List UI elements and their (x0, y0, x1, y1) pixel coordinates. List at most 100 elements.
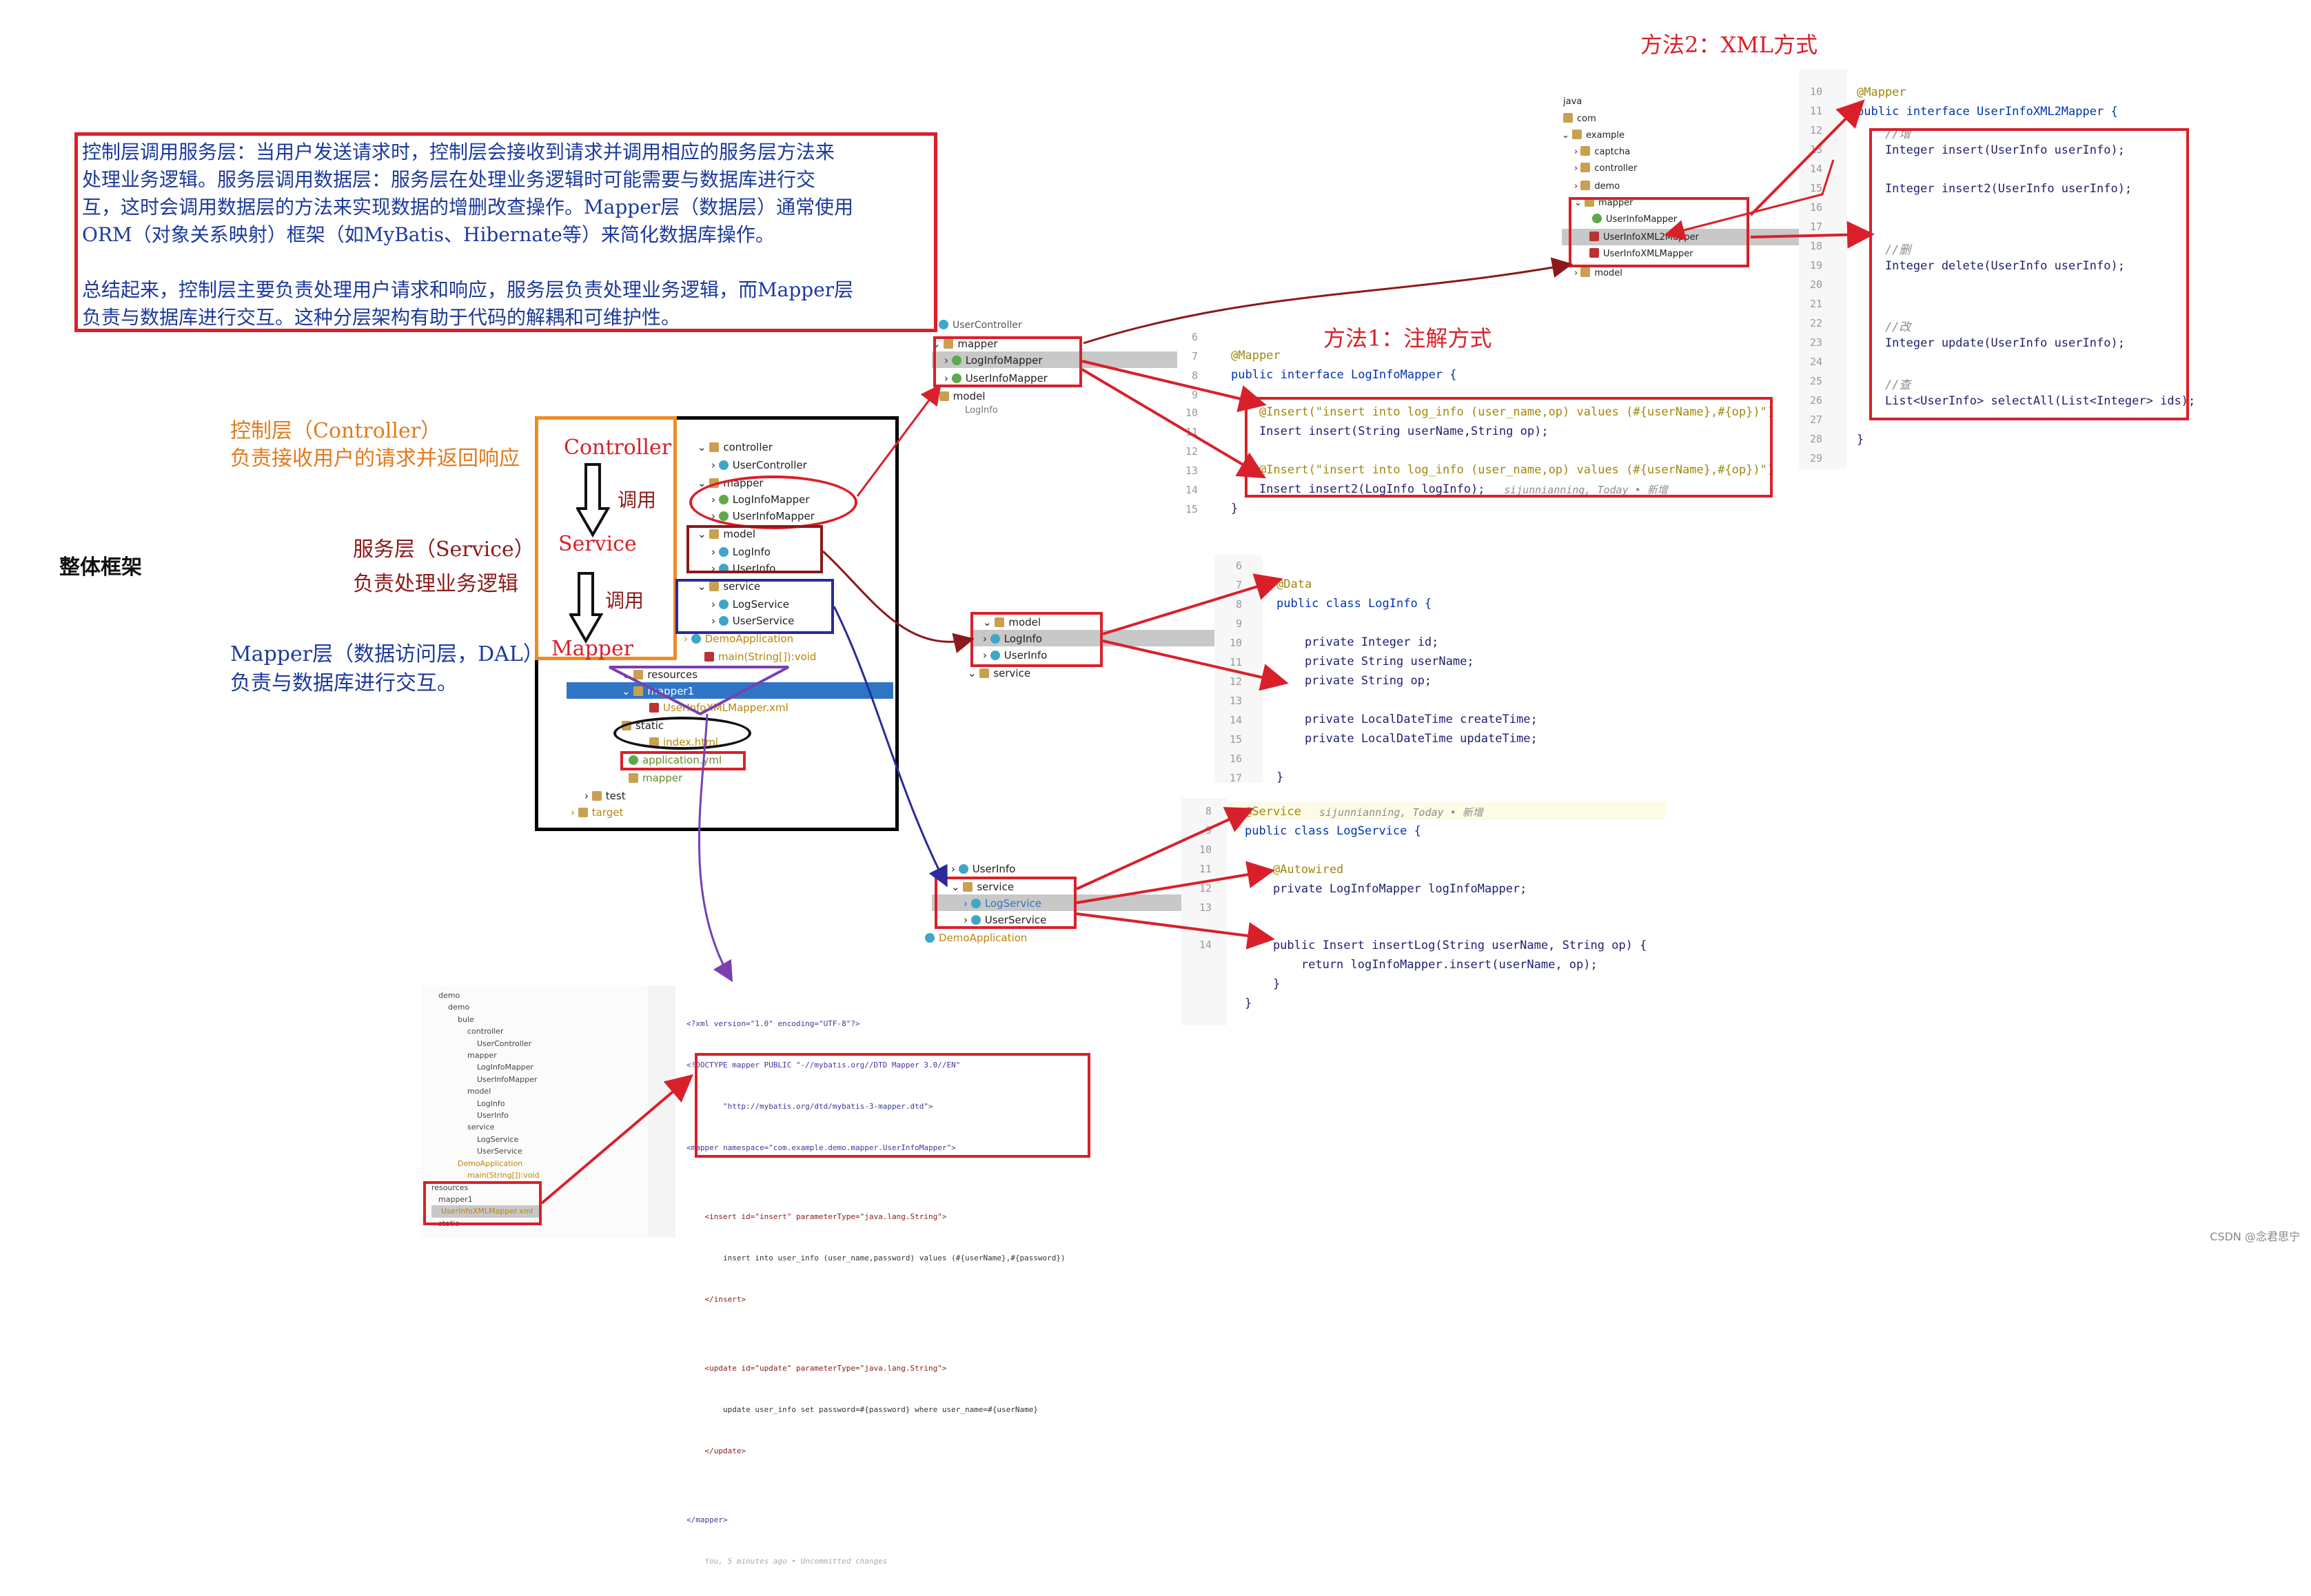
tree-item[interactable]: UserInfoXMLMapper.xml (431, 1205, 540, 1218)
folder-icon (633, 670, 644, 679)
tree-item[interactable]: resources (431, 1183, 469, 1192)
tree-item-logservice[interactable]: › LogService (711, 598, 790, 611)
tree-item-main-method[interactable]: main(String[]):void (704, 651, 816, 663)
tree-item-mapper-top[interactable]: ⌄ mapper (932, 338, 998, 350)
code-line: </update> (686, 1446, 746, 1455)
tree-item[interactable]: UserInfoMapper (477, 1074, 538, 1084)
tree-item-usercontroller[interactable]: › UserController (711, 459, 807, 471)
current-line-highlight (1227, 802, 1665, 820)
tree-item-example[interactable]: ⌄ example (1562, 130, 1625, 141)
tree-item[interactable]: UserService (477, 1147, 522, 1156)
tree-item-model-mid[interactable]: ⌄ model (983, 616, 1041, 628)
tree-item-java[interactable]: java (1563, 96, 1582, 107)
line-number: 9 (1191, 389, 1198, 401)
tree-item-userinfo-svc[interactable]: › UserInfo (951, 863, 1016, 875)
bottom-resources-highlight-box (423, 1181, 542, 1225)
code-line: <update id="update" parameterType="java.… (686, 1364, 947, 1373)
code-line: Integer insert(UserInfo userInfo); (1857, 143, 2125, 157)
method2-title: 方法2：XML方式 (1640, 32, 1818, 58)
xml-methods-highlight-box (1869, 128, 2189, 420)
tree-item-demoapplication-svc[interactable]: DemoApplication (925, 932, 1027, 944)
tree-item-loginfo-mid[interactable]: › LogInfo (983, 633, 1042, 645)
tree-item-loginfo[interactable]: › LogInfo (711, 546, 771, 558)
tree-item[interactable]: UserController (477, 1039, 532, 1048)
tree-item[interactable]: demo (448, 1003, 470, 1012)
folder-icon (709, 582, 720, 591)
class-icon (718, 460, 729, 470)
line-number: 14 (1809, 163, 1822, 175)
flow-controller-label: Controller (564, 436, 672, 460)
tree-item-userinfoxmlmapper[interactable]: UserInfoXMLMapper (1589, 248, 1693, 259)
tree-item[interactable]: LogService (477, 1134, 519, 1144)
tree-item-mapper1[interactable]: ⌄ mapper1 (622, 685, 695, 697)
tree-item-target[interactable]: › target (571, 806, 624, 819)
tree-item-usercontroller-top[interactable]: UserController (939, 320, 1022, 331)
tree-item[interactable]: DemoApplication (458, 1158, 523, 1168)
code-line: @Service (1245, 805, 1301, 819)
line-number: 9 (1205, 824, 1212, 837)
bird-icon (1589, 248, 1599, 258)
line-number: 13 (1199, 901, 1212, 914)
arrow-mapper-to-code-1 (1081, 360, 1267, 413)
line-number: 8 (1205, 805, 1212, 817)
tree-item[interactable]: controller (467, 1027, 504, 1036)
tree-item-mapper-resources[interactable]: mapper (629, 772, 682, 784)
tree-item-test[interactable]: › test (584, 790, 626, 802)
folder-icon (944, 339, 954, 349)
tree-item-service[interactable]: ⌄ service (698, 580, 761, 593)
tree-item-model-xml[interactable]: › model (1574, 267, 1622, 278)
tree-item-userservice-svc[interactable]: › UserService (964, 914, 1047, 926)
code-line: private LogInfoMapper logInfoMapper; (1245, 882, 1527, 896)
arrow-mapper-to-annotation (856, 384, 941, 497)
tree-item-demo[interactable]: › demo (1574, 181, 1620, 192)
summary-line: 处理业务逻辑。服务层调用数据层：服务层在处理业务逻辑时可能需要与数据库进行交 (82, 168, 816, 191)
tree-item-userinfo-mid[interactable]: › UserInfo (983, 649, 1048, 662)
tree-item-userinfomapper-xml[interactable]: UserInfoMapper (1592, 214, 1677, 225)
tree-item[interactable]: main(String[]):void (467, 1171, 540, 1180)
code-line: Integer delete(UserInfo userInfo); (1857, 259, 2125, 273)
tree-item[interactable]: LogInfoMapper (477, 1063, 533, 1072)
folder-icon (591, 791, 602, 801)
code-line: public interface UserInfoXML2Mapper { (1857, 105, 2118, 119)
tree-item-service-svc[interactable]: ⌄ service (951, 881, 1015, 893)
interface-icon (951, 374, 961, 383)
line-number: 10 (1185, 407, 1198, 419)
code-line: </insert> (686, 1295, 746, 1304)
tree-item-logservice-svc[interactable]: › LogService (964, 897, 1042, 910)
tree-item[interactable]: bule (458, 1014, 474, 1024)
line-number: 11 (1809, 105, 1822, 117)
tree-item-demoapplication[interactable]: › DemoApplication (684, 633, 794, 645)
tree-item[interactable]: mapper (467, 1051, 497, 1061)
tree-item-controller-xml[interactable]: › controller (1574, 163, 1638, 174)
tree-item-captcha[interactable]: › captcha (1574, 146, 1631, 157)
tree-item-loginfo-top[interactable]: LogInfo (965, 405, 998, 416)
call-label-2: 调用 (605, 589, 644, 612)
arrow-mapper-to-code-2 (1081, 368, 1266, 479)
summary-line: 负责与数据库进行交互。这种分层架构有助于代码的解耦和可维护性。 (82, 306, 681, 329)
summary-line: 总结起来，控制层主要负责处理用户请求和响应，服务层负责处理业务逻辑，而Mappe… (82, 278, 854, 301)
tree-item[interactable]: UserInfo (477, 1111, 509, 1121)
tree-item-controller[interactable]: ⌄ controller (698, 441, 773, 453)
class-icon (970, 915, 981, 925)
class-icon (718, 547, 729, 557)
tree-item[interactable]: service (467, 1123, 495, 1132)
tree-item-application-yml[interactable]: application.yml (629, 754, 722, 766)
line-number: 9 (1235, 617, 1242, 630)
code-line: List<UserInfo> selectAll(List<Integer> i… (1857, 394, 2196, 408)
tree-item-service-mid[interactable]: ⌄ service (968, 667, 1031, 679)
interface-icon (951, 356, 961, 365)
line-number: 12 (1185, 445, 1198, 458)
tree-item-userinfomapper-top[interactable]: › UserInfoMapper (944, 372, 1048, 385)
tree-item[interactable]: LogInfo (477, 1098, 505, 1108)
folder-icon (709, 442, 720, 452)
tree-item[interactable]: demo (438, 991, 460, 1000)
tree-item-com[interactable]: com (1563, 113, 1596, 124)
code-line: private String userName; (1276, 655, 1474, 668)
tree-item[interactable]: model (467, 1087, 491, 1096)
arrow-xml-file-to-sql (540, 1074, 694, 1205)
line-number: 19 (1809, 259, 1822, 272)
tree-item-loginfomapper-top[interactable]: › LogInfoMapper (944, 354, 1043, 367)
tree-item[interactable]: mapper1 (438, 1194, 473, 1204)
tree-item-model[interactable]: ⌄ model (698, 528, 756, 540)
tree-item-userservice[interactable]: › UserService (711, 615, 795, 627)
